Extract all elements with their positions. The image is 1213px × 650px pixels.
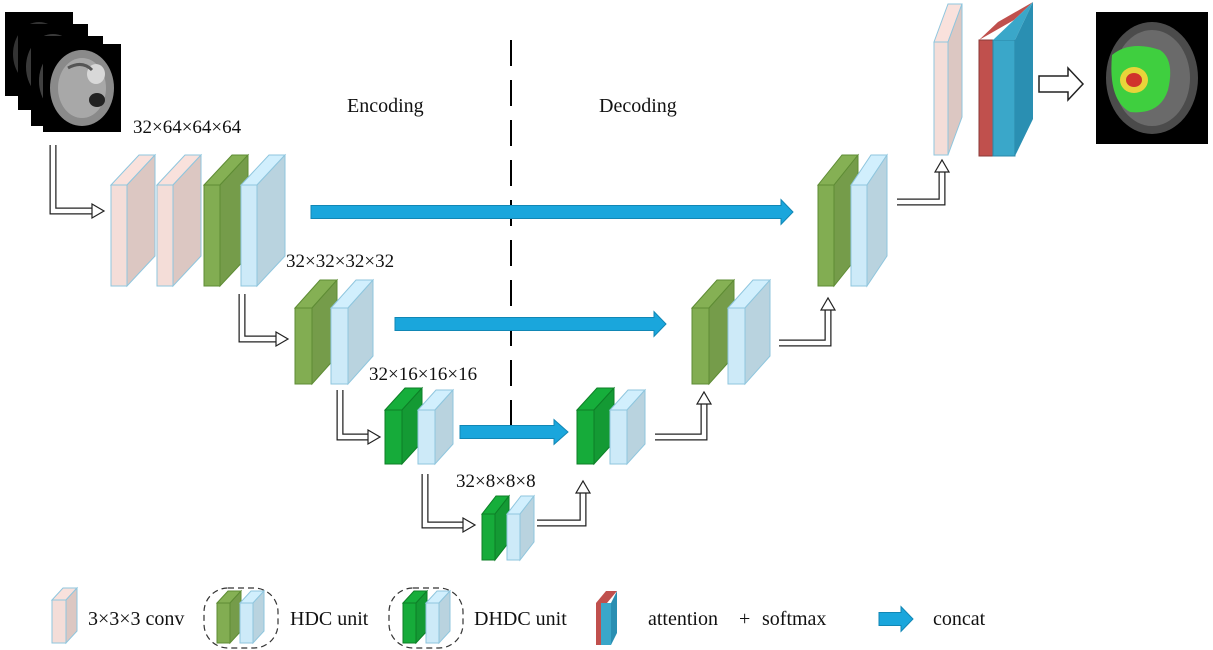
legend-plus-label: + — [739, 608, 751, 630]
legend-dhdc-label: DHDC unit — [474, 608, 567, 630]
flow-arrow-dec2-to-dec1 — [779, 296, 837, 347]
legend-dhdc-block — [401, 589, 429, 645]
legend-hdc-bn — [238, 589, 266, 645]
legend-concat-icon — [878, 605, 914, 633]
flow-arrow-enc2-to-enc3 — [336, 390, 382, 446]
concat-arrow-level2 — [394, 310, 667, 338]
final-conv — [933, 3, 963, 156]
flow-arrow-enc1-to-enc2 — [238, 294, 290, 348]
concat-arrow-level3 — [459, 418, 569, 446]
size-label-level3: 32×16×16×16 — [369, 364, 478, 385]
flow-arrow-enc3-to-bottleneck — [421, 474, 477, 534]
legend-attention-label: attention — [648, 608, 718, 630]
enc1-conv-a — [109, 153, 157, 288]
legend-hdc-label: HDC unit — [290, 608, 369, 630]
output-segmentation-image — [1096, 12, 1208, 144]
enc1-conv-b — [155, 153, 203, 288]
flow-arrow-bottleneck-to-dec3 — [537, 479, 592, 527]
size-label-level1: 32×64×64×64 — [133, 117, 242, 138]
legend-conv-label: 3×3×3 conv — [88, 608, 185, 630]
legend-hdc-icon — [203, 587, 279, 649]
legend-concat-label: concat — [933, 608, 986, 630]
flow-arrow-dec3-to-dec2 — [655, 390, 713, 441]
flow-arrow-input-to-enc1 — [49, 145, 106, 220]
input-mri-stack — [5, 12, 121, 132]
size-label-level2: 32×32×32×32 — [286, 251, 395, 272]
enc2-bn — [329, 278, 375, 386]
flow-arrow-to-output — [1038, 66, 1085, 102]
size-label-level4: 32×8×8×8 — [456, 471, 536, 492]
dec2-bn — [726, 278, 772, 386]
legend-softmax-label: softmax — [762, 608, 827, 630]
decoding-label: Decoding — [599, 95, 677, 117]
bottleneck-dhdc — [480, 494, 511, 562]
legend-dhdc-icon — [388, 587, 464, 649]
enc3-dhdc — [383, 386, 424, 466]
legend-dhdc-bn — [424, 589, 452, 645]
enc1-bn — [239, 153, 287, 288]
legend-conv-icon — [50, 586, 79, 645]
dec3-dhdc — [575, 386, 616, 466]
flow-arrow-dec1-to-final — [897, 158, 951, 206]
attention-softmax-output-block — [978, 2, 1033, 157]
bottleneck-bn — [505, 494, 536, 562]
concat-arrow-level1 — [310, 198, 794, 226]
legend-hdc-block — [215, 589, 243, 645]
enc3-bn — [416, 388, 455, 466]
encoding-label: Encoding — [347, 95, 424, 117]
dec3-bn — [608, 388, 647, 466]
dec1-bn — [850, 153, 888, 288]
legend-attention-softmax-icon — [596, 591, 617, 645]
